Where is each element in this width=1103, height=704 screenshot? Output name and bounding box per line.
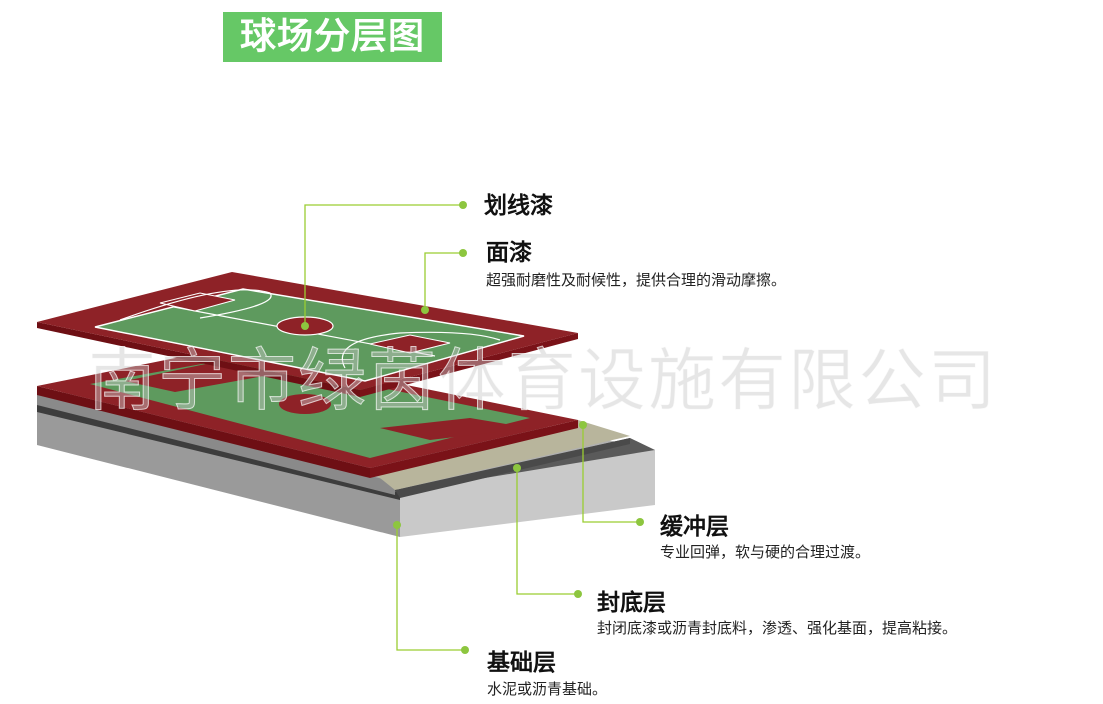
leader-dots bbox=[301, 201, 644, 654]
lower-court bbox=[37, 348, 578, 478]
diagram-title: 球场分层图 bbox=[223, 12, 442, 62]
layer-desc-base: 水泥或沥青基础。 bbox=[487, 680, 608, 698]
cushion-layer bbox=[37, 392, 630, 495]
layer-label-cushion: 缓冲层 bbox=[660, 514, 729, 540]
layer-label-sealing: 封底层 bbox=[597, 590, 666, 616]
layer-label-line-paint: 划线漆 bbox=[484, 193, 553, 219]
leader-lines bbox=[304, 204, 640, 651]
layer-desc-sealing: 封闭底漆或沥青封底料，渗透、强化基面，提高粘接。 bbox=[597, 619, 958, 637]
top-court bbox=[37, 272, 578, 397]
layer-desc-top-paint: 超强耐磨性及耐候性，提供合理的滑动摩擦。 bbox=[486, 271, 787, 289]
layer-label-top-paint: 面漆 bbox=[486, 240, 532, 266]
layer-desc-cushion: 专业回弹，软与硬的合理过渡。 bbox=[660, 543, 871, 561]
layer-label-base: 基础层 bbox=[487, 650, 556, 676]
